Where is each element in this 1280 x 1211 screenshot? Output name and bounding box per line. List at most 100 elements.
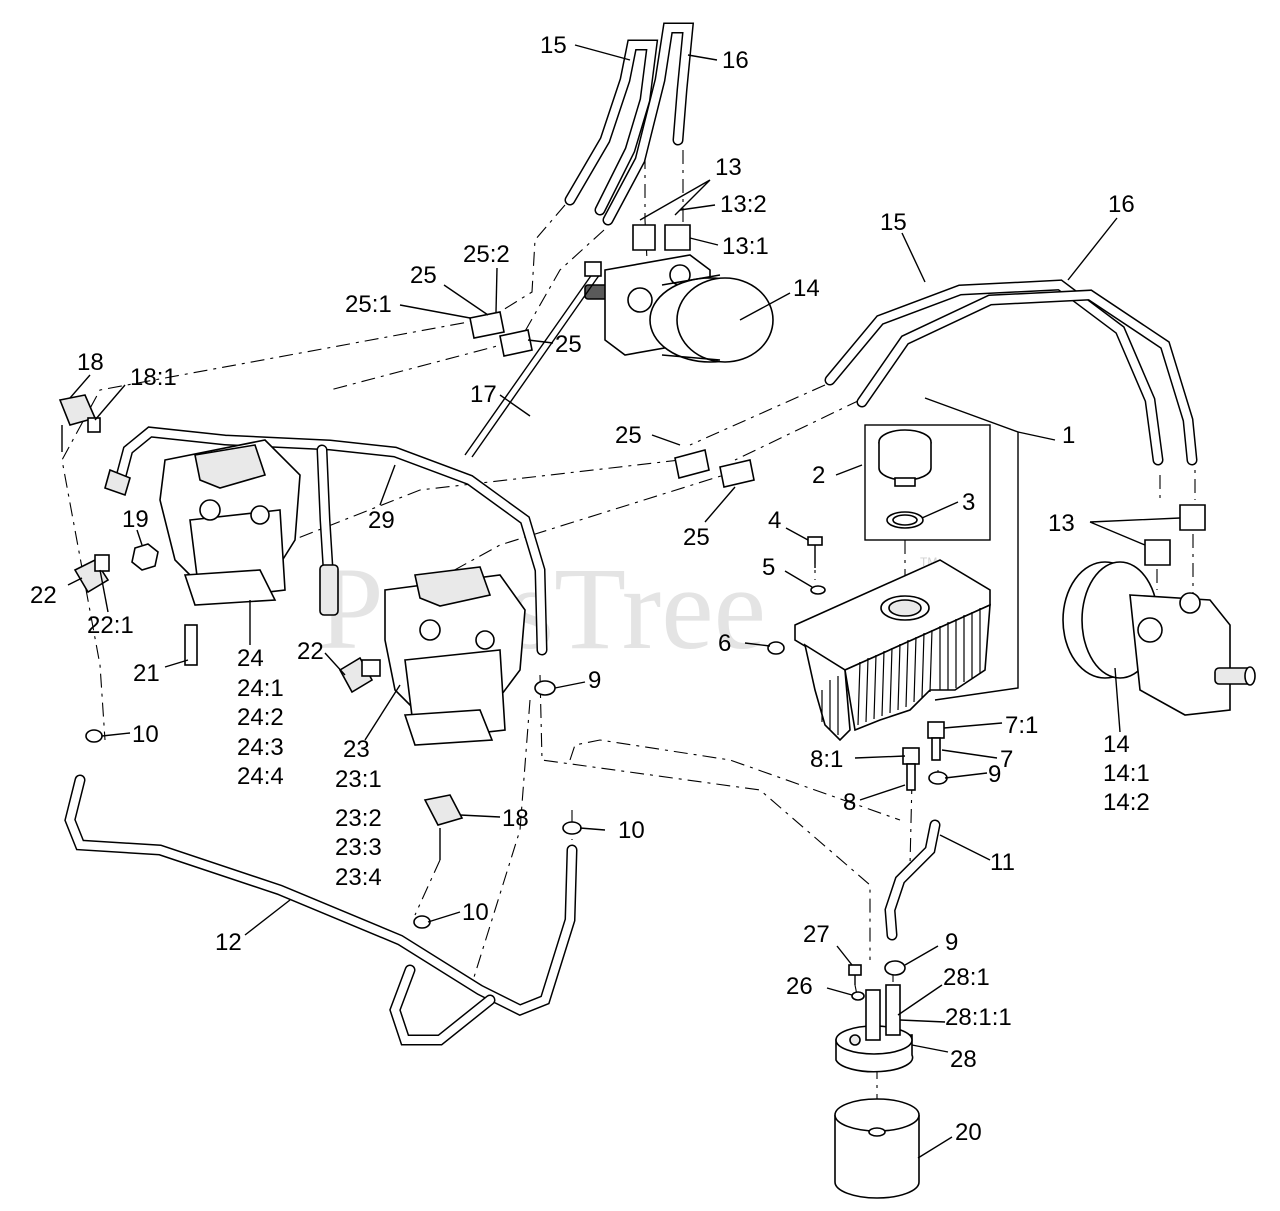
callout-25: 25 xyxy=(683,524,710,551)
callout-17: 17 xyxy=(470,381,497,408)
callout-23-3: 23:3 xyxy=(335,834,382,861)
callout-25-1: 25:1 xyxy=(345,291,392,318)
callout-9: 9 xyxy=(945,929,958,956)
callout-23-2: 23:2 xyxy=(335,805,382,832)
callout-14: 14 xyxy=(793,275,820,302)
callout-19: 19 xyxy=(122,506,149,533)
callout-22: 22 xyxy=(297,638,324,665)
hydraulic-motor-top xyxy=(584,254,774,363)
hydraulic-motor-right xyxy=(1062,561,1256,716)
callout-3: 3 xyxy=(962,489,975,516)
fitting-25-lower xyxy=(674,449,755,488)
oil-filter xyxy=(834,1098,920,1199)
hose-15-right xyxy=(824,279,1164,466)
elbow-fitting-22-left xyxy=(73,554,110,594)
callout-7-1: 7:1 xyxy=(1005,712,1038,739)
callout-18: 18 xyxy=(502,805,529,832)
reservoir-group-box xyxy=(864,397,1019,701)
callout-28: 28 xyxy=(950,1046,977,1073)
hydraulic-pump-23 xyxy=(384,566,526,746)
clamp-9-b xyxy=(928,771,948,785)
callout-labels: 15 16 13 13:2 13:1 25:2 25 25:1 25 14 15… xyxy=(30,32,1150,1146)
callout-25: 25 xyxy=(555,331,582,358)
hose-11 xyxy=(884,819,941,941)
callout-24-2: 24:2 xyxy=(237,704,284,731)
callout-14-1: 14:1 xyxy=(1103,760,1150,787)
callout-29: 29 xyxy=(368,507,395,534)
callout-24: 24 xyxy=(237,645,264,672)
o-ring xyxy=(886,511,924,529)
callout-14-2: 14:2 xyxy=(1103,789,1150,816)
callout-4: 4 xyxy=(768,507,781,534)
bolt-21 xyxy=(184,624,198,666)
fitting-7 xyxy=(927,721,945,761)
hose-16-right xyxy=(856,289,1198,466)
leader-lines xyxy=(67,44,1181,1159)
callout-14: 14 xyxy=(1103,731,1130,758)
callout-10: 10 xyxy=(618,817,645,844)
washer-5 xyxy=(810,585,826,595)
fitting-13-top xyxy=(632,224,691,251)
elbow-fitting-18-top xyxy=(58,394,101,452)
callout-25: 25 xyxy=(410,262,437,289)
clamp-10-b xyxy=(562,821,582,835)
clamp-10-a xyxy=(85,729,103,743)
callout-6: 6 xyxy=(718,630,731,657)
callout-22: 22 xyxy=(30,582,57,609)
callout-16: 16 xyxy=(1108,191,1135,218)
fitting-13-right xyxy=(1144,504,1206,566)
callout-25: 25 xyxy=(615,422,642,449)
callout-7: 7 xyxy=(1000,746,1013,773)
callout-12: 12 xyxy=(215,929,242,956)
callout-28-1: 28:1 xyxy=(943,964,990,991)
callout-8-1: 8:1 xyxy=(810,746,843,773)
callout-26: 26 xyxy=(786,973,813,1000)
callout-15: 15 xyxy=(540,32,567,59)
callout-27: 27 xyxy=(803,921,830,948)
callout-13: 13 xyxy=(1048,510,1075,537)
nut-6 xyxy=(767,641,785,655)
callout-21: 21 xyxy=(133,660,160,687)
hose-16-top xyxy=(602,22,695,226)
callout-18: 18 xyxy=(77,349,104,376)
callout-23: 23 xyxy=(343,736,370,763)
callout-15: 15 xyxy=(880,209,907,236)
callout-13-1: 13:1 xyxy=(722,233,769,260)
cable-tie xyxy=(464,261,602,458)
callout-20: 20 xyxy=(955,1119,982,1146)
callout-24-3: 24:3 xyxy=(237,734,284,761)
elbow-fitting-22-mid xyxy=(338,656,381,694)
callout-10: 10 xyxy=(132,721,159,748)
callout-5: 5 xyxy=(762,554,775,581)
hydraulic-reservoir xyxy=(794,559,991,742)
bolt-27 xyxy=(848,964,862,985)
hose-15-top xyxy=(564,39,659,216)
callout-13-2: 13:2 xyxy=(720,191,767,218)
hose-12 xyxy=(64,774,578,1046)
callout-18-1: 18:1 xyxy=(130,364,177,391)
fitting-8 xyxy=(902,747,920,791)
callout-23-1: 23:1 xyxy=(335,766,382,793)
clamp-9-a xyxy=(534,680,556,696)
callout-28-1-1: 28:1:1 xyxy=(945,1004,1012,1031)
callout-9: 9 xyxy=(988,761,1001,788)
callout-22-1: 22:1 xyxy=(87,612,134,639)
filler-cap xyxy=(878,429,932,487)
callout-10: 10 xyxy=(462,899,489,926)
callout-2: 2 xyxy=(812,462,825,489)
callout-9: 9 xyxy=(588,667,601,694)
callout-11: 11 xyxy=(990,849,1015,876)
elbow-fitting-18-mid xyxy=(423,794,464,860)
callout-8: 8 xyxy=(843,789,856,816)
screw-4 xyxy=(807,536,823,568)
callout-16: 16 xyxy=(722,47,749,74)
filter-head xyxy=(835,984,914,1073)
washer-26 xyxy=(851,991,865,1001)
nut-19 xyxy=(131,543,159,571)
callout-24-1: 24:1 xyxy=(237,675,284,702)
reservoir-fins xyxy=(821,608,981,735)
clamp-10-c xyxy=(413,915,431,929)
callout-23-4: 23:4 xyxy=(335,864,382,891)
clamp-9-c xyxy=(884,960,906,976)
